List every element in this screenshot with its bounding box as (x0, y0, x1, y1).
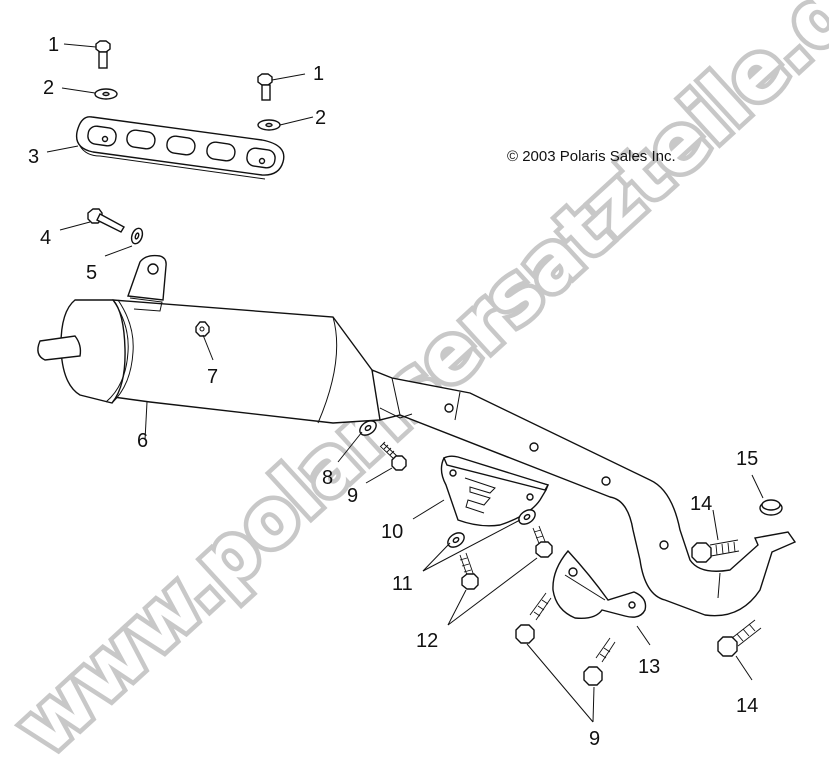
bolt-9-upper (379, 441, 407, 471)
bolts-14 (691, 539, 762, 657)
strap-3 (75, 116, 285, 180)
callout-2-right: 2 (315, 107, 326, 129)
washer-5 (130, 227, 144, 245)
callout-7: 7 (207, 366, 218, 388)
bolts-12 (459, 525, 553, 590)
muffler-6 (37, 254, 386, 424)
bolts-9-lower (515, 592, 616, 686)
head-pipe (371, 368, 797, 617)
callout-13: 13 (638, 656, 660, 678)
callout-14-lower: 14 (736, 695, 758, 717)
washer-2-left (94, 88, 118, 100)
callout-1-left: 1 (48, 34, 59, 56)
callout-9-upper: 9 (347, 485, 358, 507)
washer-2-right (257, 119, 281, 131)
callout-8: 8 (322, 467, 333, 489)
callout-12: 12 (416, 630, 438, 652)
callout-2-left: 2 (43, 77, 54, 99)
callout-9-lower: 9 (589, 728, 600, 750)
callout-14-upper: 14 (690, 493, 712, 515)
bolt-1-left (95, 40, 111, 69)
heat-shield-10 (440, 455, 550, 527)
callout-3: 3 (28, 146, 39, 168)
leader-lines (46, 43, 764, 723)
callout-6: 6 (137, 430, 148, 452)
callout-11: 11 (392, 573, 413, 595)
bolt-4 (87, 208, 125, 233)
callout-4: 4 (40, 227, 51, 249)
callout-10: 10 (381, 521, 403, 543)
bolt-1-right (257, 73, 273, 101)
copyright-notice: © 2003 Polaris Sales Inc. (507, 148, 676, 165)
heat-shield-13 (552, 549, 647, 620)
gasket-ring-15 (759, 499, 783, 516)
callout-15: 15 (736, 448, 758, 470)
gasket-8 (359, 420, 377, 436)
callout-5: 5 (86, 262, 97, 284)
callout-labels: 1 1 2 2 3 4 5 6 7 8 9 10 11 12 13 14 15 … (28, 34, 758, 750)
callout-1-right: 1 (313, 63, 324, 85)
washers-11 (447, 509, 536, 548)
